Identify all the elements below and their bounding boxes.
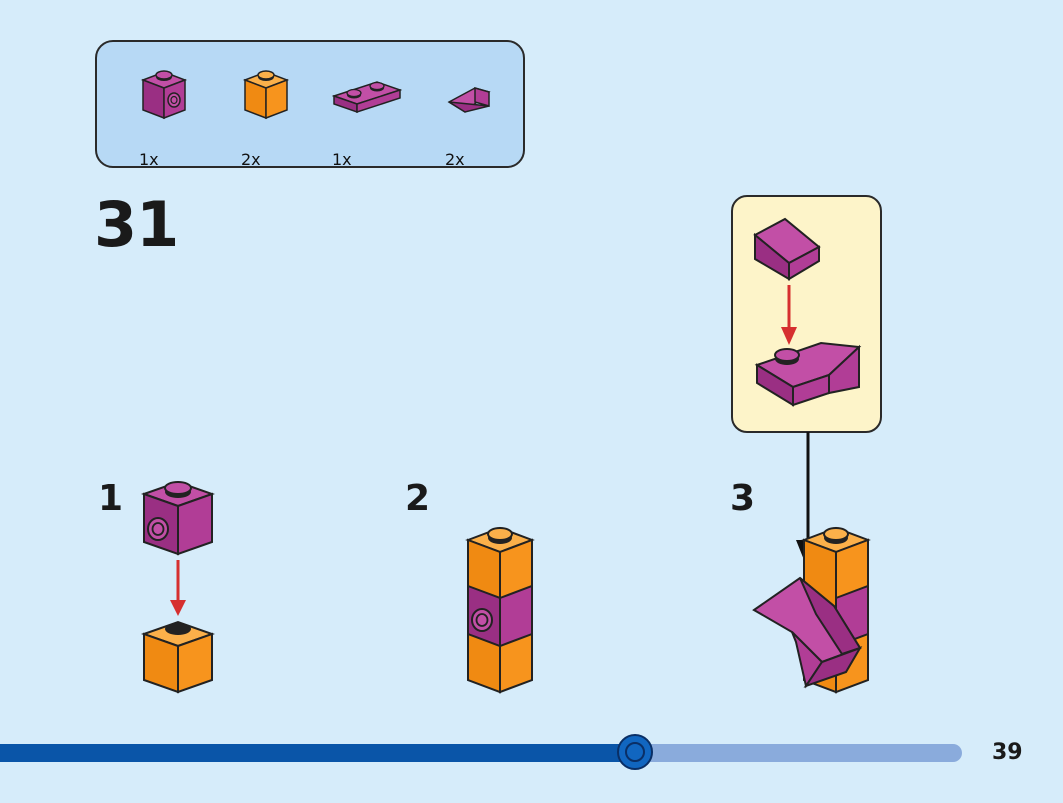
slope-piece-icon bbox=[753, 217, 821, 281]
part-item: 2x bbox=[445, 66, 535, 169]
purple-slope-icon bbox=[447, 87, 491, 113]
part-quantity: 2x bbox=[445, 150, 465, 169]
part-item: 1x bbox=[332, 66, 422, 169]
step-number: 31 bbox=[94, 188, 179, 261]
orange-brick-icon bbox=[140, 620, 216, 694]
assembled-model-icon bbox=[752, 526, 871, 694]
sub-step-1-illustration bbox=[140, 480, 216, 694]
sub-step-label: 1 bbox=[98, 478, 124, 519]
part-quantity: 1x bbox=[332, 150, 352, 169]
orange-brick-1x1-icon bbox=[242, 70, 290, 120]
sub-step-2-illustration bbox=[465, 526, 535, 694]
arrow-down-icon bbox=[781, 285, 797, 345]
part-quantity: 1x bbox=[139, 150, 159, 169]
purple-brick-1x1-side-stud-icon bbox=[140, 70, 188, 120]
sub-step-label: 3 bbox=[730, 478, 756, 519]
page-number: 39 bbox=[992, 740, 1023, 765]
purple-brick-icon bbox=[140, 480, 216, 556]
stacked-bricks-icon bbox=[465, 526, 535, 694]
sub-step-3-illustration bbox=[752, 526, 871, 694]
plate-with-slope-icon bbox=[754, 341, 862, 407]
part-quantity: 2x bbox=[241, 150, 261, 169]
progress-knob bbox=[617, 734, 653, 770]
callout-illustration bbox=[753, 217, 862, 407]
part-item: 1x bbox=[139, 66, 229, 169]
arrow-down-icon bbox=[170, 560, 186, 616]
progress-fill bbox=[0, 744, 635, 762]
callout-box bbox=[731, 195, 882, 433]
progress-bar bbox=[0, 734, 962, 770]
sub-step-label: 2 bbox=[405, 478, 431, 519]
parts-list: 1x 2x 1x 2x bbox=[95, 40, 525, 169]
purple-plate-1x2-icon bbox=[332, 81, 402, 114]
part-item: 2x bbox=[241, 66, 331, 169]
